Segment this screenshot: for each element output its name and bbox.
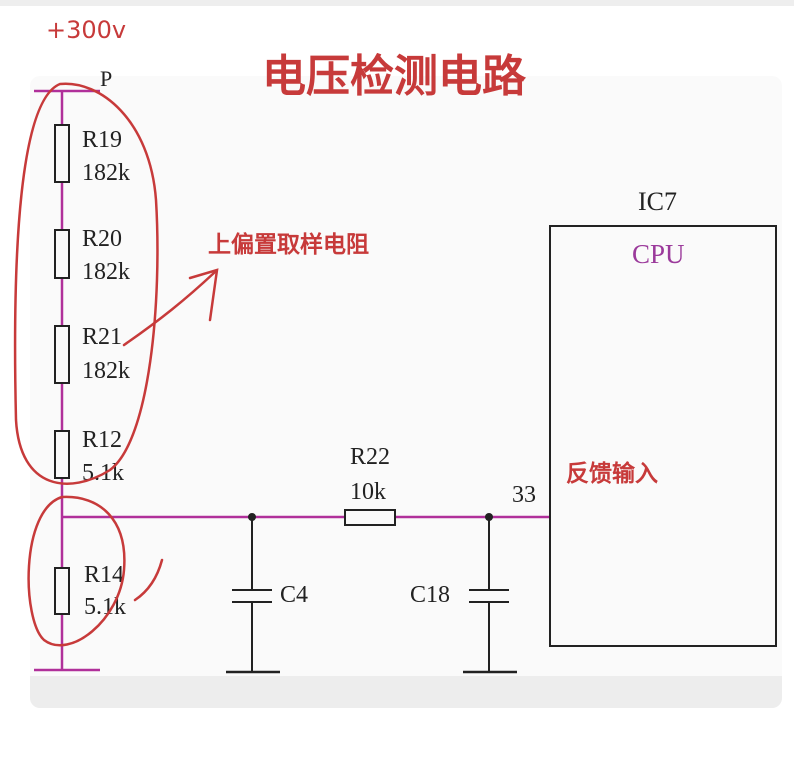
- hand-drawn-marks: [13, 82, 219, 647]
- resistor-r21: [54, 325, 70, 384]
- component-wiring: [226, 517, 517, 674]
- resistor-r12: [54, 430, 70, 479]
- junction-dot-c4: [248, 513, 256, 521]
- upper-bias-annotation: 上偏置取样电阻: [208, 231, 369, 258]
- pin-33-label: 33: [512, 482, 536, 508]
- r21-ref-label: R21: [82, 324, 122, 350]
- junction-dot-c18: [485, 513, 493, 521]
- annotation-arrow-head: [188, 268, 219, 322]
- r12-ref-label: R12: [82, 427, 122, 453]
- r20-value-label: 182k: [82, 259, 130, 285]
- r19-ref-label: R19: [82, 127, 122, 153]
- c18-label: C18: [410, 582, 450, 608]
- lower-resistor-circle: [27, 495, 126, 647]
- node-p-label: P: [100, 66, 112, 91]
- r14-value-label: 5.1k: [84, 594, 126, 620]
- resistor-bodies: [54, 124, 396, 615]
- resistor-r22: [344, 509, 396, 526]
- r14-scribble: [133, 558, 164, 602]
- resistor-r20: [54, 229, 70, 279]
- cpu-chip-box: [549, 225, 777, 647]
- circuit-title-annotation: 电压检测电路: [262, 51, 527, 102]
- cpu-label: CPU: [632, 239, 685, 269]
- annotation-arrow-shaft: [122, 270, 217, 347]
- upper-resistors-circle: [13, 82, 159, 485]
- bottom-strip: [30, 676, 782, 708]
- r14-ref-label: R14: [84, 562, 124, 588]
- c4-label: C4: [280, 582, 308, 608]
- ic7-label: IC7: [638, 187, 677, 216]
- feedback-annotation: 反馈输入: [566, 460, 658, 487]
- resistor-r14: [54, 567, 70, 615]
- r20-ref-label: R20: [82, 226, 122, 252]
- r21-value-label: 182k: [82, 358, 130, 384]
- top-strip: [0, 0, 794, 6]
- r19-value-label: 182k: [82, 160, 130, 186]
- wire-network: [34, 89, 550, 672]
- resistor-r19: [54, 124, 70, 183]
- r22-ref-label: R22: [350, 444, 390, 470]
- voltage-annotation: +300v: [46, 16, 126, 44]
- r22-value-label: 10k: [350, 479, 386, 505]
